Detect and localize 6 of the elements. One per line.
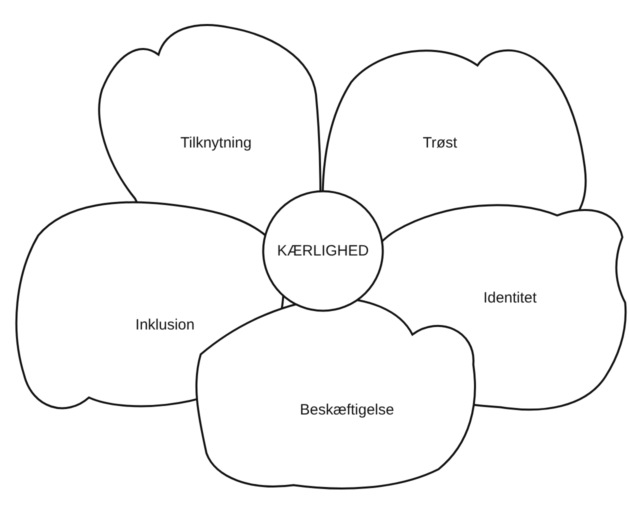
petal-label: Beskæftigelse (300, 402, 394, 418)
petal-label: Tilknytning (180, 134, 252, 152)
petal-label: Inklusion (135, 316, 195, 334)
center-label: KÆRLIGHED (277, 242, 369, 260)
petal-label: Trøst (422, 134, 458, 152)
petal-label: Identitet (483, 290, 537, 306)
